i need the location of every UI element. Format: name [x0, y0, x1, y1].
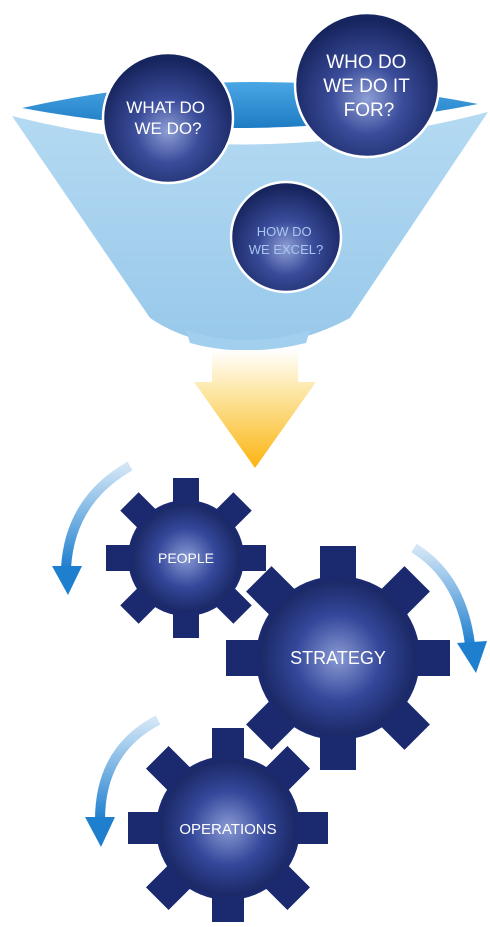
gear-tooth — [414, 640, 450, 676]
gear-people — [106, 478, 266, 638]
gear-body — [160, 760, 296, 896]
bubble-how-line-2: WE EXCEL? — [249, 242, 323, 257]
gear-operations-label: OPERATIONS — [179, 821, 276, 838]
gear-body — [260, 580, 416, 736]
gear-people-label: PEOPLE — [158, 550, 214, 566]
rotation-arrow-strategy — [411, 543, 487, 673]
gear-body — [132, 504, 240, 612]
svg-text:WHAT DO WE DO?: WHAT DO WE DO? — [126, 98, 209, 138]
bubble-what-line-2: WE DO? — [134, 119, 201, 138]
bubble-who: WHO DO WE DO IT FOR? — [293, 11, 441, 159]
gear-tooth — [294, 812, 328, 844]
bubble-how: HOW DO WE EXCEL? — [229, 180, 343, 294]
gear-tooth — [128, 812, 162, 844]
bubble-how-line-1: HOW DO — [257, 224, 312, 239]
gear-tooth — [238, 545, 266, 571]
bubble-what: WHAT DO WE DO? — [101, 51, 235, 185]
svg-text:HOW DO WE EXCEL?: HOW DO WE EXCEL? — [249, 224, 323, 257]
bubble-who-line-2: WE DO IT — [323, 76, 410, 97]
bubble-who-line-3: FOR? — [344, 100, 395, 121]
funnel-spout — [186, 330, 310, 351]
gear-tooth — [106, 545, 134, 571]
bubble-who-line-1: WHO DO — [326, 52, 406, 73]
gear-strategy-label: STRATEGY — [290, 648, 386, 668]
gear-operations — [128, 728, 328, 927]
bubble-what-line-1: WHAT DO — [126, 98, 205, 117]
rotation-arrow-people — [52, 461, 133, 595]
down-arrow — [194, 350, 316, 468]
svg-text:WHO DO WE DO IT FO: WHO DO WE DO IT FOR? — [323, 52, 415, 121]
gear-tooth — [226, 640, 262, 676]
rotation-arrow-operations — [85, 715, 161, 847]
